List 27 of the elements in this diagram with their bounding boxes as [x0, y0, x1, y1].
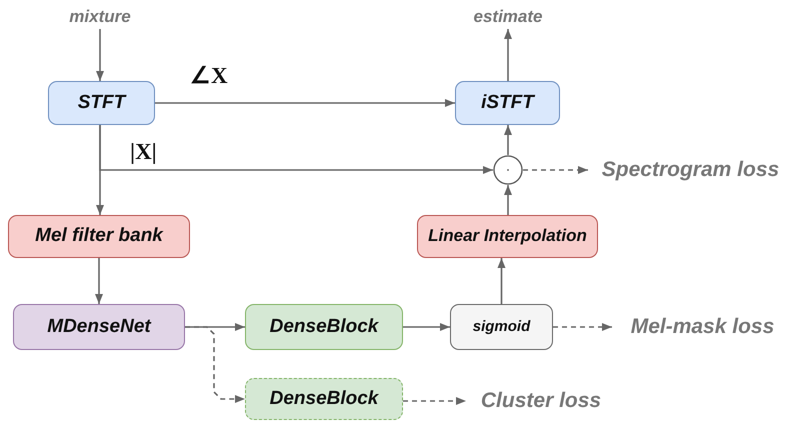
arrow — [96, 29, 104, 81]
arrow — [155, 99, 455, 107]
process-box: DenseBlock — [245, 378, 403, 420]
arrow — [504, 125, 512, 155]
dashed-arrow — [185, 326, 245, 403]
io-label: mixture — [69, 8, 131, 26]
io-label: estimate — [474, 8, 542, 26]
loss-label: Cluster loss — [480, 389, 602, 413]
arrow — [95, 258, 103, 304]
process-box: MDenseNet — [13, 304, 185, 350]
loss-label: Spectrogram loss — [602, 158, 780, 182]
process-box: Mel filter bank — [8, 215, 190, 258]
loss-label: Mel-mask loss — [630, 315, 774, 339]
arrow — [403, 323, 450, 331]
process-box: STFT — [48, 81, 155, 125]
arrow — [504, 185, 512, 215]
process-box: Linear Interpolation — [417, 215, 598, 258]
arrow — [504, 29, 512, 81]
dashed-arrow — [403, 397, 466, 405]
dashed-arrow — [553, 323, 612, 331]
arrow — [498, 258, 506, 304]
process-box: DenseBlock — [245, 304, 403, 350]
arrow — [96, 125, 104, 215]
edge-label: |X| — [130, 140, 157, 163]
dashed-arrow — [523, 166, 588, 174]
process-box: iSTFT — [455, 81, 560, 125]
process-box: sigmoid — [450, 304, 553, 350]
